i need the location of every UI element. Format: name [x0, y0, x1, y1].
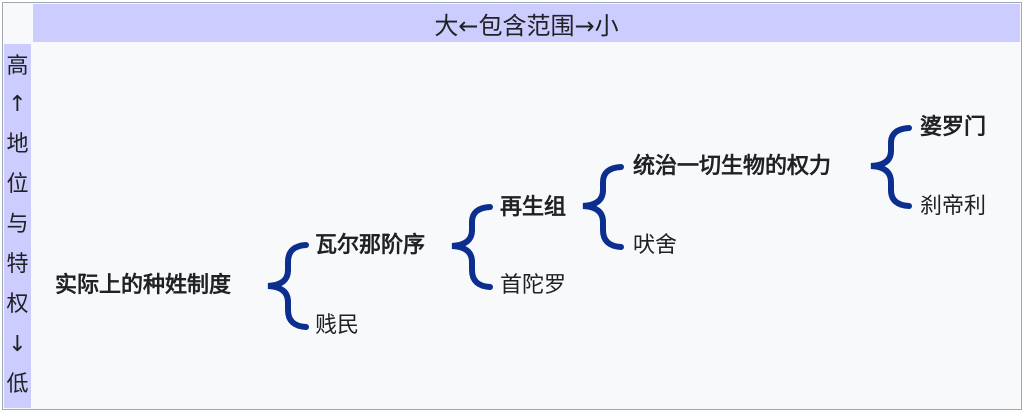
bracket-root: [267, 242, 309, 330]
sidebar-char-low: 低: [6, 372, 29, 397]
sidebar-axis: 高 ↑ 地 位 与 特 权 ↓ 低: [4, 44, 31, 408]
sidebar-char-wei: 位: [6, 172, 29, 197]
node-kshatriya: 刹帝利: [920, 194, 987, 219]
sidebar-char-high: 高: [6, 54, 29, 79]
bracket-level2: [582, 164, 624, 250]
node-twice-born: 再生组: [500, 195, 567, 220]
sidebar-char-te: 特: [6, 252, 29, 277]
sidebar-char-di: 地: [6, 132, 29, 157]
diagram-frame: 大←包含范围→小 高 ↑ 地 位 与 特 权 ↓ 低: [2, 2, 1022, 410]
node-varna: 瓦尔那阶序: [315, 233, 426, 258]
sidebar-char-yu: 与: [6, 212, 29, 237]
bracket-level1: [451, 204, 493, 290]
bracket-level3: [870, 125, 912, 209]
sidebar-arrow-up: ↑: [8, 92, 27, 117]
node-vaishya: 吠舍: [633, 233, 678, 258]
sidebar-char-quan: 权: [6, 292, 29, 317]
node-power: 统治一切生物的权力: [633, 154, 832, 179]
node-brahmin: 婆罗门: [920, 115, 987, 140]
node-dalit: 贱民: [315, 313, 360, 338]
node-shudra: 首陀罗: [500, 273, 567, 298]
sidebar-arrow-down: ↓: [8, 332, 27, 357]
node-root: 实际上的种姓制度: [55, 273, 232, 298]
header-title: 大←包含范围→小: [33, 4, 1020, 42]
